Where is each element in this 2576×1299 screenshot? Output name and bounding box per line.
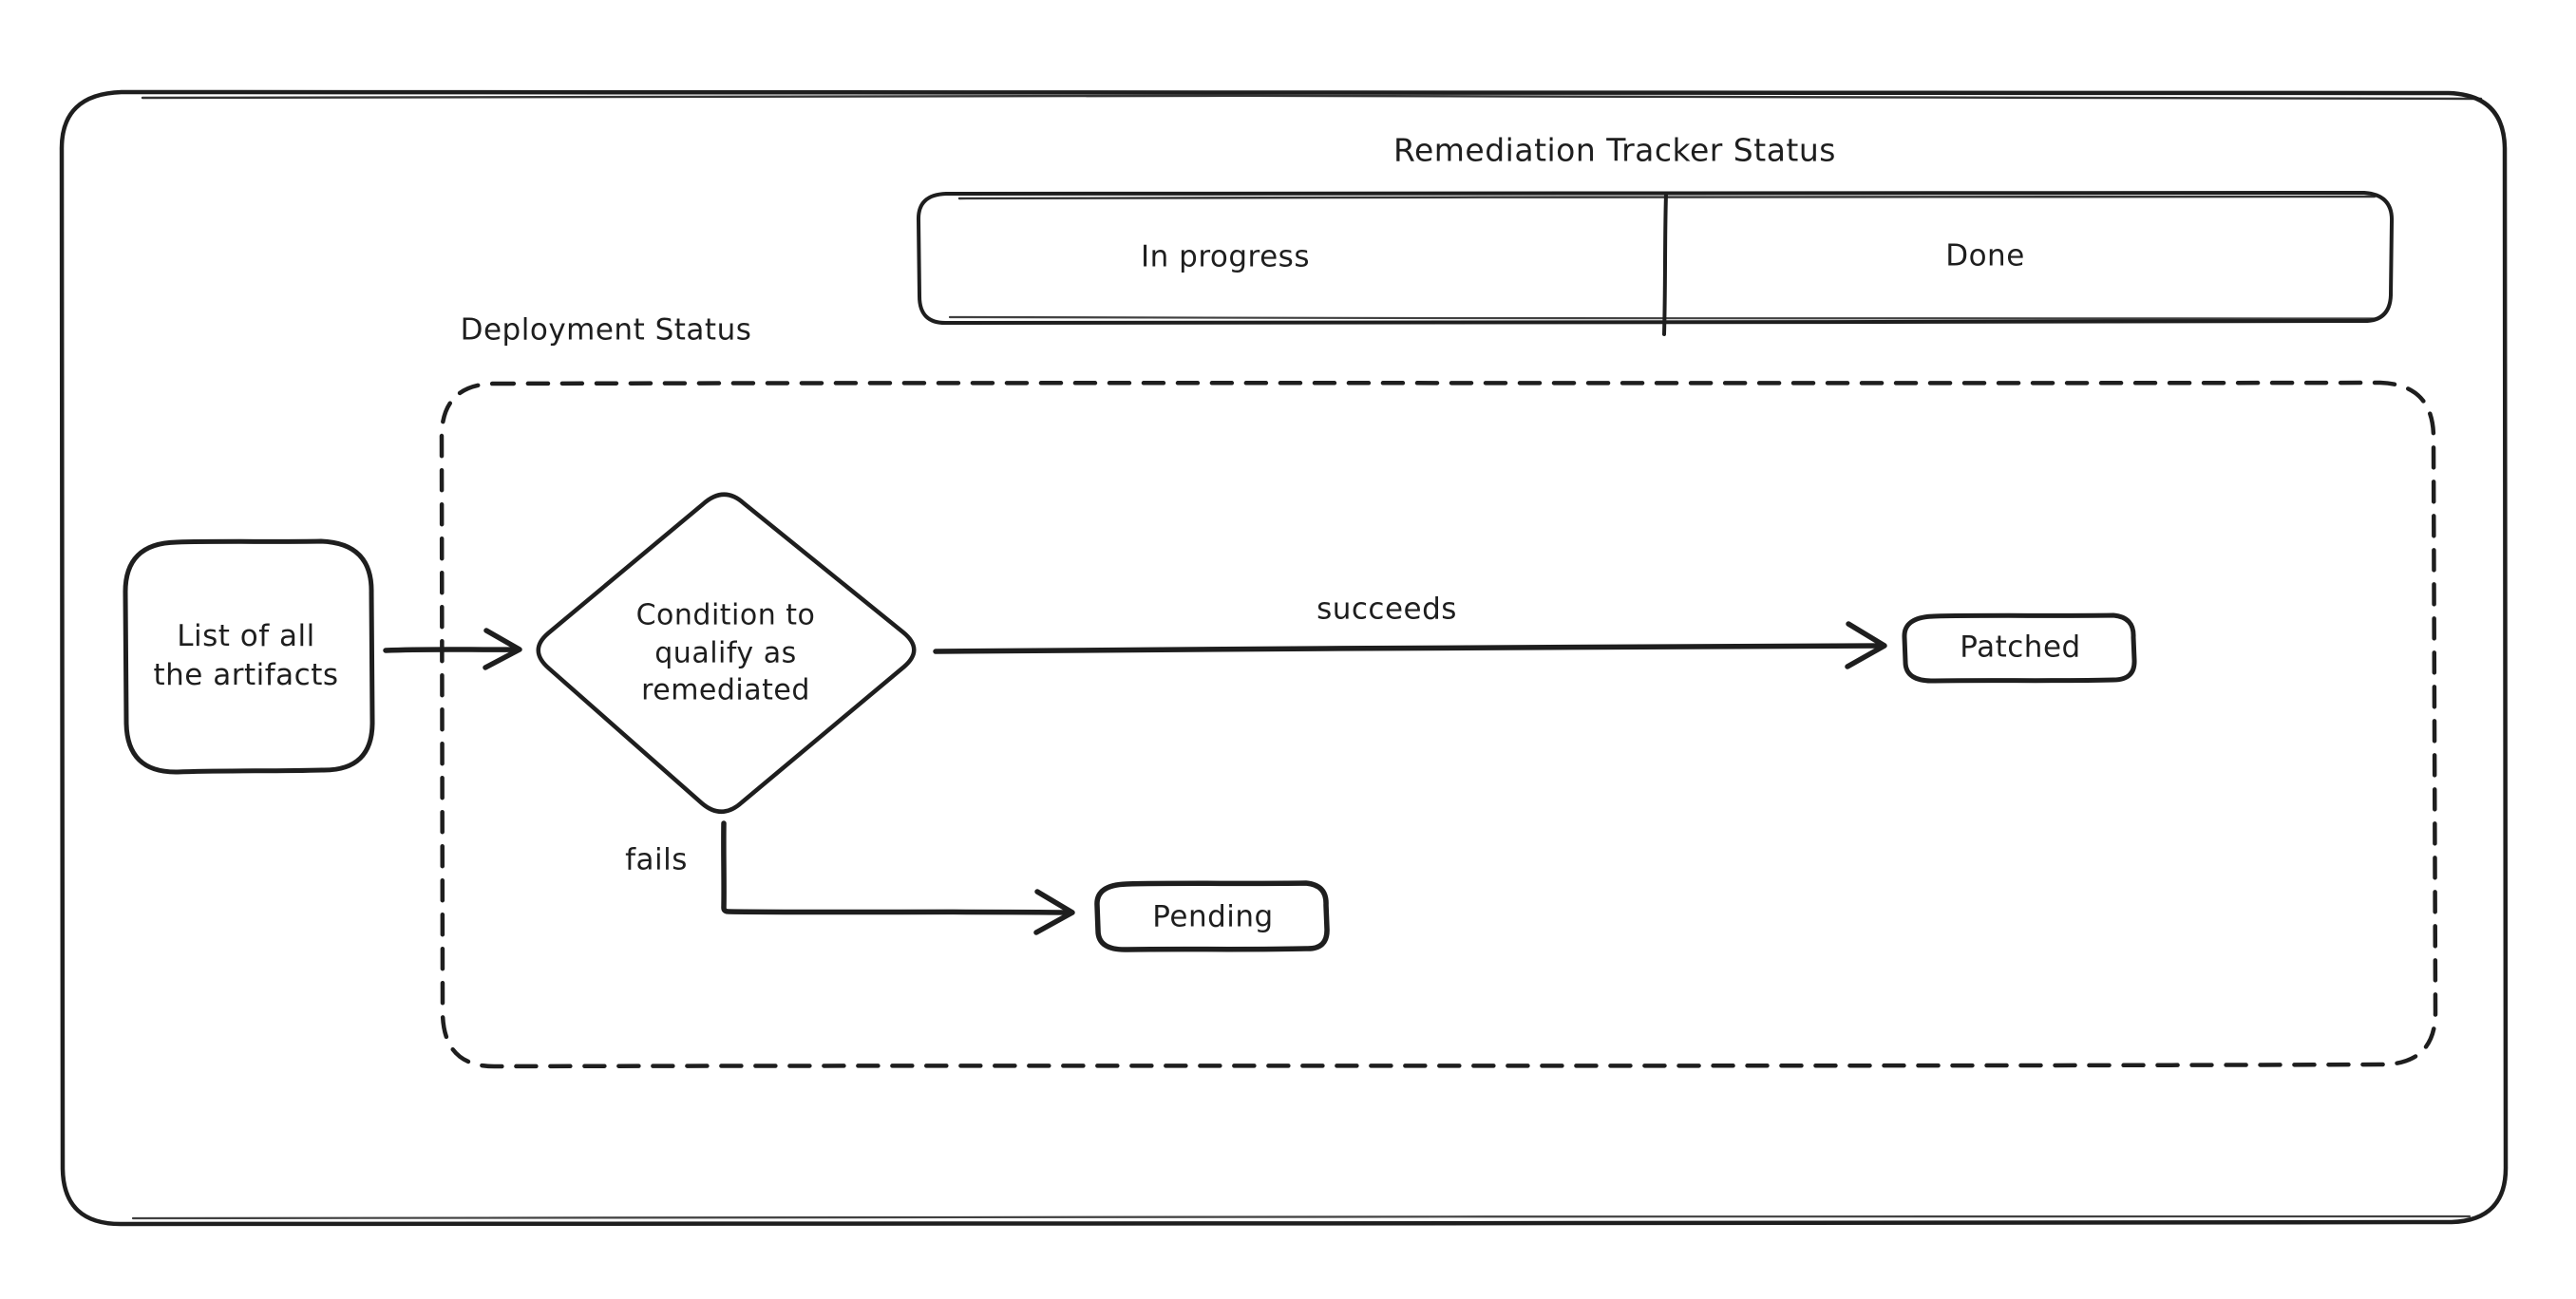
tracker-box-shape xyxy=(916,191,2395,336)
pending-node-label: Pending xyxy=(1152,899,1274,934)
tracker-column-done: Done xyxy=(1945,238,2025,273)
arrow-fails xyxy=(721,820,1075,935)
condition-label-line-2: qualify as xyxy=(654,636,797,670)
outer-frame-shape xyxy=(59,88,2509,1227)
tracker-title: Remediation Tracker Status xyxy=(1393,131,1836,169)
condition-label-line-1: Condition to xyxy=(635,598,816,632)
tracker-column-in-progress: In progress xyxy=(1141,239,1310,274)
artifacts-node-shape xyxy=(123,538,375,775)
edge-label-fails: fails xyxy=(625,842,688,877)
edge-label-succeeds: succeeds xyxy=(1316,592,1457,627)
patched-node-label: Patched xyxy=(1960,630,2081,665)
arrow-artifacts-to-condition xyxy=(383,628,522,670)
condition-node-label: Condition to qualify as remediated xyxy=(636,597,816,710)
deployment-group-shape xyxy=(439,380,2438,1069)
arrow-succeeds xyxy=(933,621,1887,669)
artifacts-node-label: List of all the artifacts xyxy=(154,617,339,695)
condition-label-line-3: remediated xyxy=(641,673,810,707)
pending-node-shape xyxy=(1094,880,1330,952)
patched-node-shape xyxy=(1902,612,2137,684)
tracker-divider-line xyxy=(1662,192,1668,336)
artifacts-label-line-1: List of all xyxy=(177,619,315,654)
deployment-group-label: Deployment Status xyxy=(460,312,752,348)
artifacts-label-line-2: the artifacts xyxy=(153,658,339,692)
condition-diamond-shape xyxy=(536,492,917,814)
